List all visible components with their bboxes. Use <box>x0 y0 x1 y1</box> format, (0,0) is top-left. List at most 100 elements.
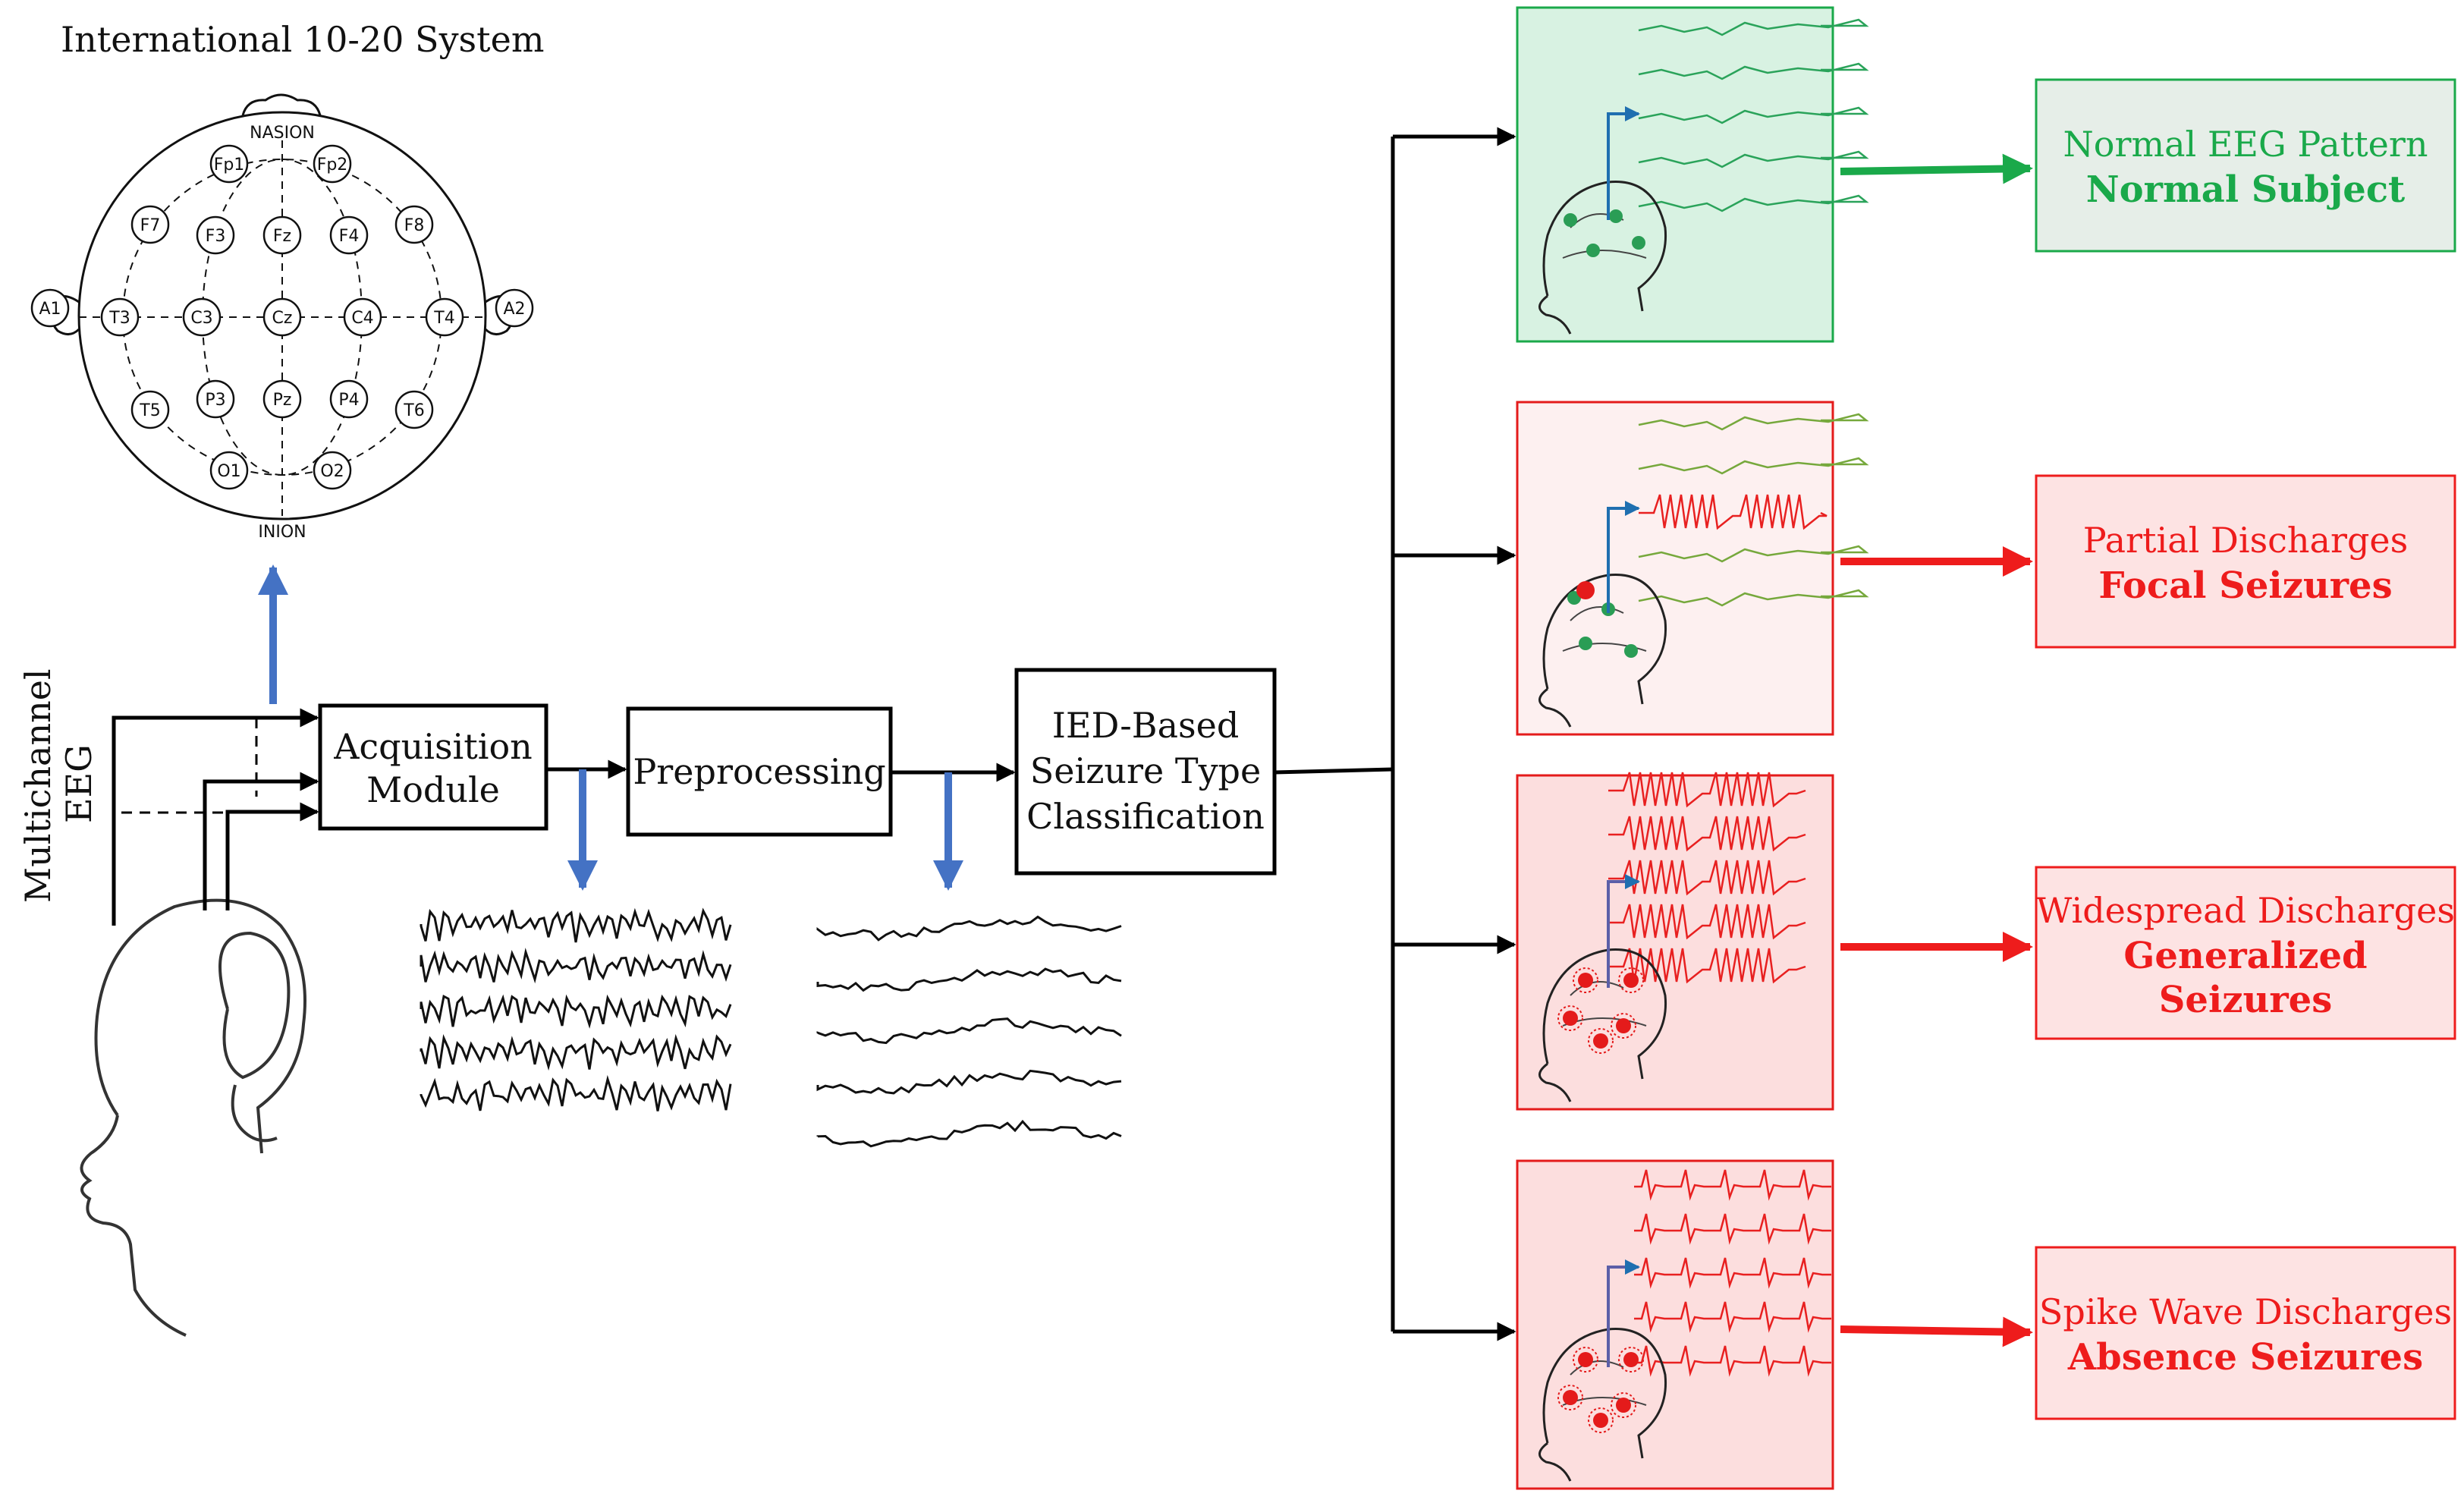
electrode-t6 <box>394 390 434 429</box>
electrode-label-t3: T3 <box>108 309 130 328</box>
output-absence-line1: Spike Wave Discharges <box>2039 1291 2452 1332</box>
output-focal: Partial Discharges Focal Seizures <box>2035 474 2456 649</box>
electrode-label-p4: P4 <box>338 391 359 410</box>
eeg-trace <box>1638 457 1869 475</box>
eeg-trace <box>1638 545 1869 563</box>
eeg-trace <box>1634 1257 1831 1289</box>
electrode-label-f3: F3 <box>206 227 226 246</box>
eeg-trace <box>1639 494 1828 530</box>
electrode-label-fp2: Fp2 <box>317 156 348 175</box>
filtered-eeg-trace <box>816 1017 1122 1045</box>
eeg-panel-frame <box>1516 401 1834 736</box>
electrode-c4 <box>343 297 382 337</box>
face-outline <box>1538 687 1572 728</box>
output-focal-line1: Partial Discharges <box>2083 520 2409 561</box>
electrode-label-p3: P3 <box>205 391 225 410</box>
eeg-trace <box>1608 816 1806 852</box>
arrow-to-absence <box>1840 1316 2033 1347</box>
eeg-trace <box>1634 1169 1831 1201</box>
discharge-halo <box>1557 1385 1583 1410</box>
electrode-t3 <box>100 297 140 337</box>
electrode-f3 <box>196 215 235 255</box>
output-generalized-line2b: Seizures <box>2159 979 2332 1021</box>
eeg-trace <box>1638 589 1869 607</box>
filtered-eeg-trace <box>816 1069 1122 1095</box>
electrode-o1 <box>209 451 249 490</box>
electrode-t4 <box>425 297 464 337</box>
input-label-line2: EEG <box>58 744 99 823</box>
electrode-label-f8: F8 <box>404 216 425 235</box>
electrode-dot <box>1586 244 1600 257</box>
electrode-o2 <box>313 451 352 490</box>
eeg-trace <box>1608 772 1806 808</box>
output-absence: Spike Wave Discharges Absence Seizures <box>2035 1246 2456 1420</box>
discharge-spot <box>1563 1390 1578 1405</box>
eeg-panel-frame <box>1516 6 1834 343</box>
discharge-halo <box>1618 1347 1644 1373</box>
preprocessing-box <box>626 706 893 837</box>
eeg-panel-frame <box>1516 1159 1834 1490</box>
output-absence-box <box>2035 1246 2456 1420</box>
filtered-eeg-trace <box>816 1119 1122 1148</box>
eeg-trace <box>1638 18 1869 36</box>
electrode-t5 <box>130 390 170 429</box>
eeg-panel-absence <box>1516 1159 1834 1490</box>
discharge-spot <box>1578 1352 1593 1367</box>
electrode-label-a1: A1 <box>39 300 61 319</box>
filtered-eeg-trace <box>816 967 1122 992</box>
raw-eeg-trace <box>420 1033 732 1071</box>
focal-discharge-spot <box>1576 581 1595 599</box>
electrode-dot <box>1579 637 1592 650</box>
eeg-panel-generalized <box>1516 772 1834 1111</box>
discharge-spot <box>1616 1398 1631 1413</box>
discharge-halo <box>1611 1013 1636 1039</box>
eeg-trace <box>1608 948 1806 984</box>
signal-pointer-arrow <box>1607 106 1640 220</box>
eeg-trace <box>1634 1301 1831 1333</box>
eeg-trace <box>1638 106 1869 124</box>
branch-connectors <box>1274 127 1516 1341</box>
output-normal: Normal EEG Pattern Normal Subject <box>2035 78 2456 253</box>
raw-eeg-trace <box>420 994 732 1029</box>
preprocessing-label: Preprocessing <box>633 751 885 792</box>
electrode-cz <box>262 297 302 337</box>
face-outline <box>1538 1062 1572 1102</box>
electrode-p4 <box>329 379 369 419</box>
electrode-label-fp1: Fp1 <box>214 156 245 175</box>
face-outline <box>1538 294 1572 335</box>
output-focal-box <box>2035 474 2456 649</box>
eeg-panel-focal <box>1516 401 1869 736</box>
eeg-trace <box>1638 194 1869 212</box>
raw-eeg-preview <box>420 907 732 1112</box>
head-profile-icon <box>80 898 306 1337</box>
electrode-label-o2: O2 <box>320 462 344 481</box>
eeg-trace <box>1634 1345 1831 1377</box>
signal-pointer-arrow <box>1607 1259 1640 1367</box>
output-generalized-box <box>2035 866 2456 1040</box>
discharge-halo <box>1557 1005 1583 1031</box>
raw-eeg-trace <box>420 1074 732 1112</box>
output-focal-line2: Focal Seizures <box>2098 564 2392 607</box>
discharge-spot <box>1593 1413 1608 1428</box>
face-outline <box>1538 1442 1572 1482</box>
discharge-spot <box>1563 1011 1578 1026</box>
input-connectors <box>112 708 319 926</box>
input-label-line1: Multichannel <box>17 668 58 903</box>
filtered-eeg-trace <box>816 915 1122 942</box>
electrode-label-o1: O1 <box>217 462 240 481</box>
eeg-trace <box>1634 1213 1831 1245</box>
eeg-trace <box>1638 413 1869 431</box>
discharge-halo <box>1611 1392 1636 1418</box>
discharge-halo <box>1588 1407 1614 1433</box>
electrode-dot <box>1624 644 1638 658</box>
nasion-label: NASION <box>250 124 315 143</box>
eeg-panel-normal <box>1516 6 1869 343</box>
electrode-label-f7: F7 <box>140 216 161 235</box>
electrode-label-pz: Pz <box>273 391 292 410</box>
discharge-halo <box>1573 1347 1598 1373</box>
discharge-spot <box>1593 1033 1608 1049</box>
eeg-trace <box>1638 150 1869 168</box>
electrode-c3 <box>182 297 222 337</box>
